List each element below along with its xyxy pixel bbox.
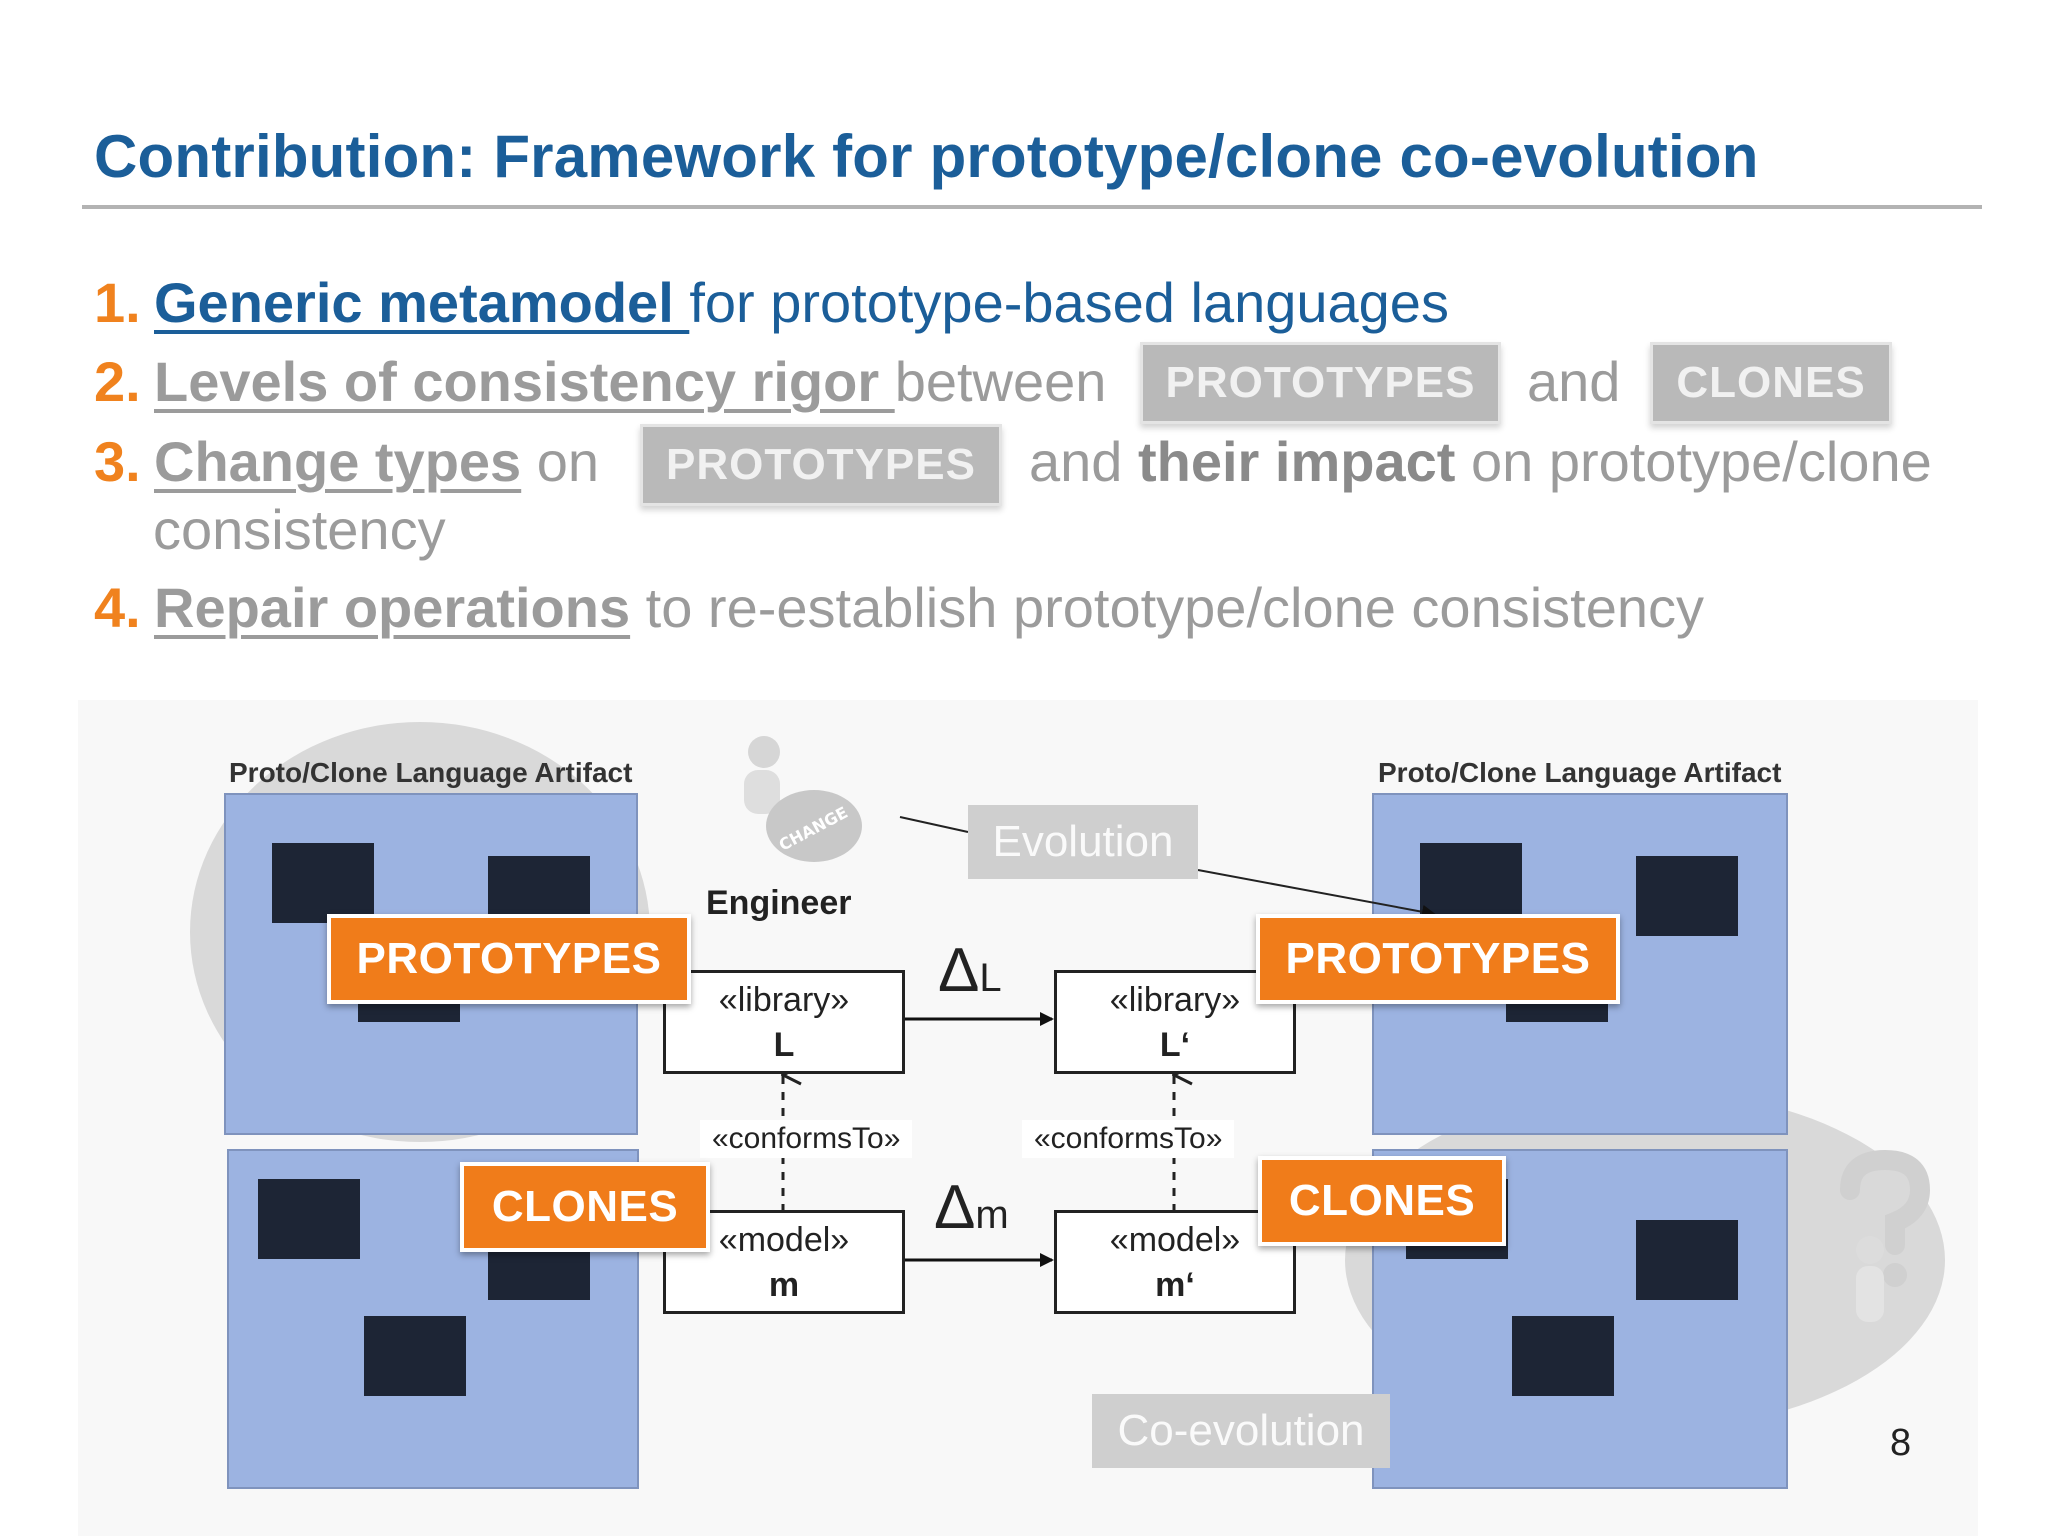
list-item-2: 2.Levels of consistency rigor between bbox=[94, 347, 1106, 417]
delta-symbol: Δ bbox=[938, 936, 980, 1005]
item-bold-text: their impact bbox=[1138, 430, 1456, 493]
delta-m-label: Δm bbox=[934, 1172, 1009, 1243]
item-term: Change types bbox=[154, 430, 522, 493]
delta-symbol: Δ bbox=[934, 1173, 976, 1242]
prototypes-pill: PROTOTYPES bbox=[1140, 342, 1501, 424]
item-continuation: consistency bbox=[153, 498, 446, 561]
class-name: m‘ bbox=[1155, 1266, 1195, 1304]
clone-square bbox=[1636, 1220, 1738, 1300]
class-name: m bbox=[768, 1266, 800, 1304]
clone-square bbox=[364, 1316, 466, 1396]
prototypes-pill: PROTOTYPES bbox=[640, 424, 1002, 506]
delta-subscript: L bbox=[979, 956, 1002, 1000]
artifact-label-right: Proto/Clone Language Artifact bbox=[1378, 757, 1782, 788]
library-box-L-prime: «library» L‘ bbox=[1054, 970, 1296, 1074]
item-number: 4. bbox=[94, 576, 141, 639]
list-item-1: 1.Generic metamodel for prototype-based … bbox=[94, 268, 1449, 338]
clones-label-left: CLONES bbox=[460, 1162, 710, 1252]
evolution-tag: Evolution bbox=[968, 805, 1198, 879]
person-icon: CHANGE bbox=[744, 736, 862, 862]
conforms-to-label: «conformsTo» bbox=[1022, 1120, 1235, 1158]
prototype-square bbox=[1420, 843, 1522, 923]
item-text-a: and bbox=[1029, 430, 1138, 493]
class-name: L‘ bbox=[1159, 1026, 1191, 1064]
question-figure-icon bbox=[1840, 1150, 1931, 1322]
item-connector-text: and bbox=[1527, 350, 1621, 413]
clones-pill: CLONES bbox=[1650, 342, 1892, 424]
list-item-3: 3.Change types on bbox=[94, 427, 599, 497]
engineer-change-icon: CHANGE bbox=[714, 730, 874, 880]
prototype-square bbox=[1636, 856, 1738, 936]
item-term: Generic metamodel bbox=[154, 271, 690, 334]
item-term: Repair operations bbox=[154, 576, 631, 639]
conforms-to-label: «conformsTo» bbox=[700, 1120, 913, 1158]
stereotype-label: «library» bbox=[1109, 981, 1241, 1019]
prototype-square bbox=[272, 843, 374, 923]
page-number: 8 bbox=[1890, 1422, 1912, 1464]
item-number: 2. bbox=[94, 350, 141, 413]
item-text: on bbox=[536, 430, 600, 493]
list-item-4: 4.Repair operations to re-establish prot… bbox=[94, 573, 1704, 643]
clone-square bbox=[1512, 1316, 1614, 1396]
slide-title: Contribution: Framework for prototype/cl… bbox=[94, 123, 1759, 190]
item-text: to re-establish prototype/clone consiste… bbox=[630, 576, 1705, 639]
clone-square bbox=[258, 1179, 360, 1259]
model-box-m: «model» m bbox=[663, 1210, 905, 1314]
title-divider bbox=[82, 205, 1982, 209]
stereotype-label: «model» bbox=[718, 1221, 850, 1259]
prototypes-label-right: PROTOTYPES bbox=[1256, 914, 1620, 1004]
delta-subscript: m bbox=[975, 1193, 1009, 1237]
clones-label-right: CLONES bbox=[1258, 1156, 1506, 1246]
item-text: and their impact on prototype/clone bbox=[1029, 427, 1932, 497]
item-text: between bbox=[894, 350, 1107, 413]
model-box-m-prime: «model» m‘ bbox=[1054, 1210, 1296, 1314]
stereotype-label: «library» bbox=[718, 981, 850, 1019]
artifact-label-left: Proto/Clone Language Artifact bbox=[229, 757, 633, 788]
engineer-label: Engineer bbox=[706, 884, 852, 922]
item-number: 1. bbox=[94, 271, 141, 334]
item-text: for prototype-based languages bbox=[689, 271, 1449, 334]
item-text-b: on prototype/clone bbox=[1455, 430, 1932, 493]
delta-L-label: ΔL bbox=[938, 935, 1002, 1006]
library-box-L: «library» L bbox=[663, 970, 905, 1074]
class-name: L bbox=[773, 1026, 795, 1064]
prototypes-label-left: PROTOTYPES bbox=[327, 914, 691, 1004]
coevolution-tag: Co-evolution bbox=[1092, 1394, 1390, 1468]
item-term: Levels of consistency rigor bbox=[154, 350, 895, 413]
item-number: 3. bbox=[94, 430, 141, 493]
stereotype-label: «model» bbox=[1109, 1221, 1241, 1259]
